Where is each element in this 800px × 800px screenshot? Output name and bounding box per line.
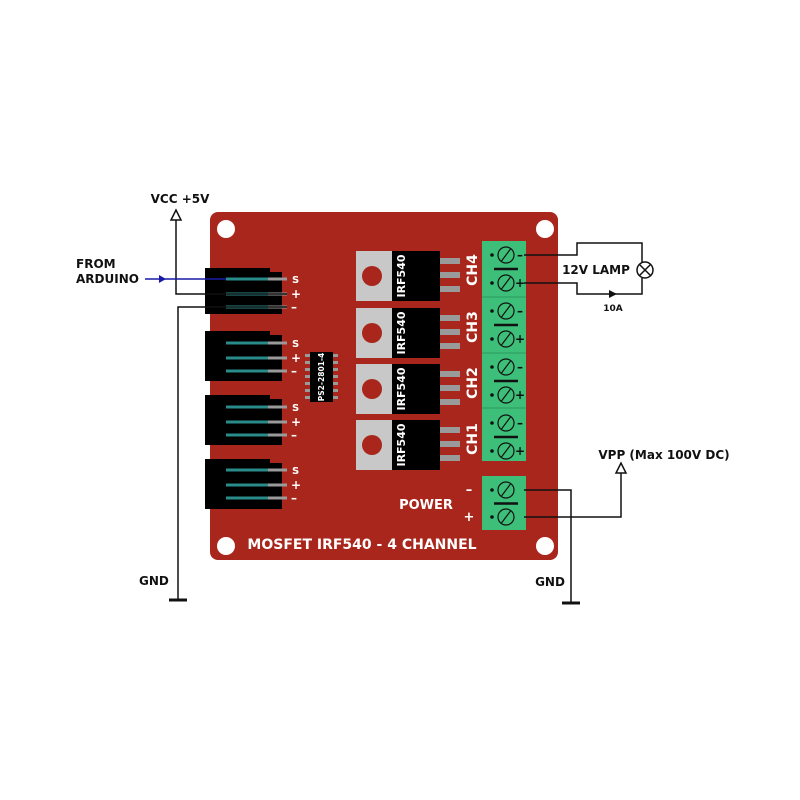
terminal-dot	[490, 515, 494, 519]
optocoupler-label: PS2-2801-4	[317, 353, 326, 401]
power-minus-label: –	[466, 483, 473, 498]
mosfet-4: IRF540	[356, 420, 460, 470]
vpp-label: VPP (Max 100V DC)	[598, 448, 729, 462]
terminal-pin-label: +	[515, 276, 525, 290]
vpp-arrow-icon	[614, 461, 628, 474]
terminal-pin-label: –	[517, 360, 523, 374]
terminal-dot	[490, 337, 494, 341]
mosfet-label: IRF540	[395, 423, 408, 466]
lamp-circuit-wire	[524, 242, 643, 298]
mounting-hole-bottom-right	[536, 537, 554, 555]
channel-label-ch2: CH2	[465, 367, 481, 399]
terminal-pin-label: +	[515, 388, 525, 402]
vcc-arrow-icon	[169, 208, 183, 221]
pin-label: S	[292, 339, 299, 350]
signal-wire	[145, 275, 226, 283]
vpp-wire	[524, 461, 628, 518]
channel-label-ch4: CH4	[465, 254, 481, 286]
input-header-3: S + –	[205, 395, 301, 445]
terminal-pin-label: +	[515, 332, 525, 346]
power-label: POWER	[399, 498, 453, 513]
channel-label-ch3: CH3	[465, 311, 481, 343]
terminal-dot	[490, 449, 494, 453]
optocoupler-ic: PS2-2801-4	[305, 352, 338, 402]
current-arrow-icon	[609, 290, 617, 298]
terminal-dot	[490, 488, 494, 492]
pin-label: S	[292, 275, 299, 286]
pin-label: –	[291, 364, 297, 378]
terminal-pin-label: +	[515, 444, 525, 458]
terminal-dot	[490, 421, 494, 425]
terminal-pin-label: –	[517, 248, 523, 262]
terminal-power-plus[interactable]	[490, 508, 515, 526]
mosfet-label: IRF540	[395, 254, 408, 297]
terminal-dot	[490, 393, 494, 397]
from-arduino-label-1: FROM	[76, 257, 116, 271]
terminal-ch1-minus[interactable]: –	[490, 414, 523, 432]
terminal-pin-label: –	[517, 416, 523, 430]
current-label: 10A	[603, 304, 623, 314]
terminal-pin-label: –	[517, 304, 523, 318]
pin-label: +	[291, 287, 301, 301]
terminal-ch1-plus[interactable]: +	[490, 442, 525, 460]
terminal-dot	[490, 253, 494, 257]
mosfet-label: IRF540	[395, 311, 408, 354]
gnd-left-label: GND	[139, 574, 169, 588]
mounting-hole-bottom-left	[217, 537, 235, 555]
terminal-dot	[490, 309, 494, 313]
pin-label: +	[291, 351, 301, 365]
pin-label: +	[291, 478, 301, 492]
board-title: MOSFET IRF540 - 4 CHANNEL	[247, 537, 476, 553]
terminal-dot	[490, 281, 494, 285]
channel-label-ch1: CH1	[465, 423, 481, 455]
vcc-wire	[169, 208, 287, 295]
pin-label: S	[292, 403, 299, 414]
terminal-ch4-minus[interactable]: –	[490, 246, 523, 264]
signal-arrow-icon	[159, 275, 166, 283]
terminal-ch3-minus[interactable]: –	[490, 302, 523, 320]
gnd-left-wire	[169, 306, 287, 602]
power-plus-label: +	[464, 510, 475, 525]
lamp-icon	[636, 261, 654, 279]
terminal-dot	[490, 365, 494, 369]
pin-label: –	[291, 428, 297, 442]
terminal-ch2-minus[interactable]: –	[490, 358, 523, 376]
mosfet-1: IRF540	[356, 251, 460, 301]
input-header-4: S + –	[205, 459, 301, 509]
pin-label: –	[291, 300, 297, 314]
vcc-label: VCC +5V	[151, 192, 210, 206]
terminal-ch2-plus[interactable]: +	[490, 386, 525, 404]
gnd-right-label: GND	[535, 575, 565, 589]
lamp-label: 12V LAMP	[562, 263, 630, 277]
terminal-power-minus[interactable]	[490, 481, 515, 499]
pin-label: –	[291, 491, 297, 505]
pin-label: +	[291, 415, 301, 429]
terminal-ch3-plus[interactable]: +	[490, 330, 525, 348]
pin-label: S	[292, 466, 299, 477]
mosfet-2: IRF540	[356, 308, 460, 358]
mounting-hole-top-left	[217, 220, 235, 238]
mosfet-label: IRF540	[395, 367, 408, 410]
power-gnd-wire	[524, 489, 580, 605]
mosfet-3: IRF540	[356, 364, 460, 414]
terminal-ch4-plus[interactable]: +	[490, 274, 525, 292]
from-arduino-label-2: ARDUINO	[76, 272, 139, 286]
mounting-hole-top-right	[536, 220, 554, 238]
input-header-2: S + –	[205, 331, 301, 381]
